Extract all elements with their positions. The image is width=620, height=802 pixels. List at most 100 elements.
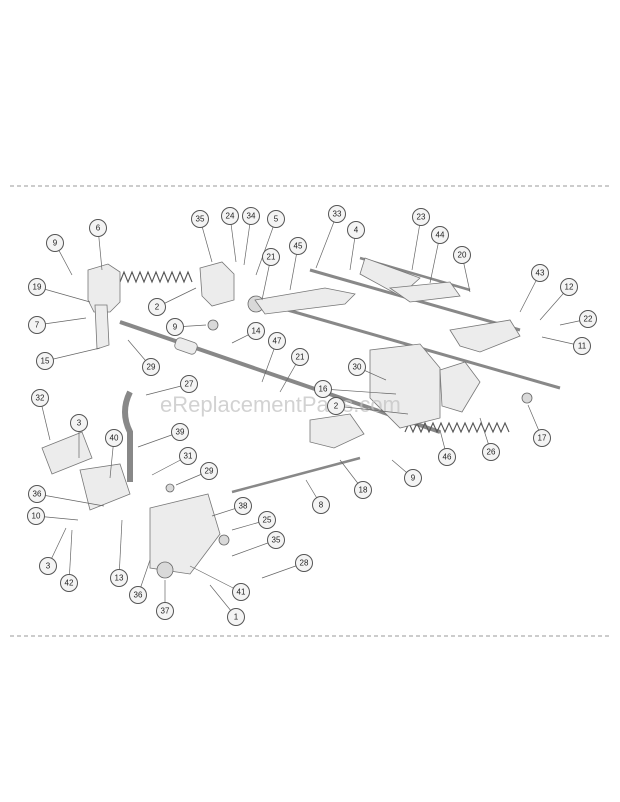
callout-circle <box>560 278 578 296</box>
callout-30: 30 <box>348 358 387 381</box>
callout-number: 5 <box>274 215 279 224</box>
callout-circle <box>438 448 456 466</box>
callout-number: 41 <box>237 588 246 597</box>
callout-circle <box>166 318 184 336</box>
callout-3: 3 <box>39 527 67 575</box>
callout-circle <box>156 602 174 620</box>
callout-19: 19 <box>28 278 91 303</box>
callout-1: 1 <box>209 584 245 626</box>
callout-circle <box>328 205 346 223</box>
callout-number: 40 <box>110 434 119 443</box>
callout-circle <box>262 248 280 266</box>
callout-circle <box>573 337 591 355</box>
callout-7: 7 <box>28 316 87 334</box>
callout-number: 36 <box>33 490 42 499</box>
callout-circle <box>179 447 197 465</box>
callout-number: 46 <box>443 453 452 462</box>
callout-44: 44 <box>429 226 449 284</box>
callout-15: 15 <box>36 347 101 370</box>
callout-number: 21 <box>267 253 276 262</box>
callout-40: 40 <box>105 429 123 479</box>
callout-9: 9 <box>391 459 422 487</box>
callout-circle <box>347 221 365 239</box>
callout-31: 31 <box>151 447 197 476</box>
callout-36: 36 <box>129 559 151 604</box>
callout-circle <box>105 429 123 447</box>
callout-circle <box>60 574 78 592</box>
callout-number: 37 <box>161 607 170 616</box>
callout-circle <box>267 210 285 228</box>
callout-circle <box>36 352 54 370</box>
callout-28: 28 <box>261 554 313 579</box>
callout-number: 44 <box>436 231 445 240</box>
callout-24: 24 <box>221 207 239 263</box>
callout-number: 16 <box>319 385 328 394</box>
callout-number: 2 <box>334 402 339 411</box>
callout-circle <box>533 429 551 447</box>
callout-number: 9 <box>411 474 416 483</box>
callout-number: 39 <box>176 428 185 437</box>
callout-circle <box>180 375 198 393</box>
callout-22: 22 <box>559 310 597 328</box>
part-illustrations <box>41 256 561 579</box>
callout-20: 20 <box>453 246 471 293</box>
callout-35: 35 <box>191 210 213 263</box>
callout-4: 4 <box>347 221 365 271</box>
callout-circle <box>191 210 209 228</box>
callout-number: 29 <box>205 467 214 476</box>
callout-12: 12 <box>539 278 578 321</box>
callout-2: 2 <box>148 287 197 316</box>
callout-34: 34 <box>242 207 260 266</box>
callout-6: 6 <box>89 219 107 271</box>
callout-circle <box>242 207 260 225</box>
callout-number: 13 <box>115 574 124 583</box>
callout-number: 35 <box>196 215 205 224</box>
callout-circle <box>295 554 313 572</box>
callout-29: 29 <box>127 339 160 376</box>
leader-line <box>335 405 409 415</box>
callout-circle <box>39 557 57 575</box>
callout-circle <box>28 316 46 334</box>
callout-43: 43 <box>519 264 549 313</box>
callout-circle <box>31 389 49 407</box>
leader-line <box>189 565 242 593</box>
callout-circle <box>579 310 597 328</box>
callout-circle <box>232 583 250 601</box>
callout-21: 21 <box>279 348 309 393</box>
callout-46: 46 <box>438 429 456 466</box>
callout-number: 42 <box>65 579 74 588</box>
leader-line <box>36 493 105 507</box>
leader-line <box>315 213 338 269</box>
callout-circle <box>129 586 147 604</box>
callout-25: 25 <box>231 511 276 531</box>
callout-circle <box>142 358 160 376</box>
callout-circle <box>354 481 372 499</box>
callout-circle <box>268 332 286 350</box>
callout-circle <box>453 246 471 264</box>
callout-number: 9 <box>53 239 58 248</box>
callout-circle <box>234 497 252 515</box>
callout-number: 2 <box>155 303 160 312</box>
callout-circle <box>258 511 276 529</box>
leader-line <box>44 347 101 362</box>
callout-number: 25 <box>263 516 272 525</box>
leader-line <box>36 286 91 303</box>
callout-10: 10 <box>27 507 79 525</box>
callout-circle <box>247 322 265 340</box>
callout-circle <box>227 608 245 626</box>
callout-circle <box>404 469 422 487</box>
callout-number: 34 <box>247 212 256 221</box>
callout-circle <box>171 423 189 441</box>
callout-23: 23 <box>411 208 430 271</box>
callout-39: 39 <box>137 423 189 448</box>
callout-14: 14 <box>231 322 265 344</box>
callout-33: 33 <box>315 205 346 269</box>
callout-number: 12 <box>565 283 574 292</box>
callout-number: 11 <box>578 342 587 351</box>
callout-circle <box>27 507 45 525</box>
callout-circle <box>531 264 549 282</box>
callout-circle <box>314 380 332 398</box>
callout-circle <box>89 219 107 237</box>
